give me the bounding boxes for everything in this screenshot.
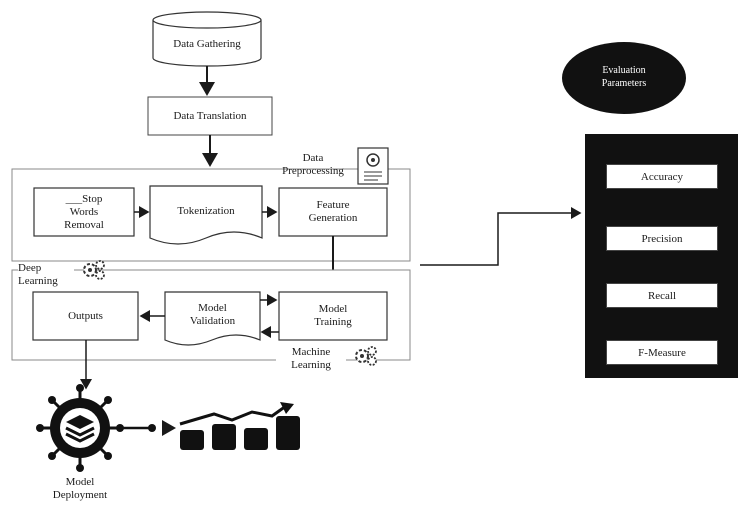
gears-icon (83, 260, 105, 280)
model-deployment-label: Model Deployment (52, 476, 108, 501)
data-translation-label: Data Translation (173, 109, 247, 122)
model-training-node (278, 291, 388, 341)
metric-f-measure: F-Measure (606, 340, 718, 365)
bar-chart-growth-icon (162, 402, 300, 450)
feature-generation-node (278, 187, 388, 237)
model-validation-label: Model Validation (189, 302, 236, 327)
data-preprocessing-label: Data Preprocessing (282, 152, 344, 177)
stop-words-removal-node (33, 187, 135, 237)
data-gathering-label: Data Gathering (173, 37, 241, 50)
machine-learning-label: Machine Learning (276, 346, 346, 372)
network-hub-icon (36, 384, 156, 472)
evaluation-parameters-label: Evaluation Parameters (601, 65, 647, 89)
tokenization-label: Tokenization (177, 204, 235, 217)
tokenization-node (149, 185, 263, 245)
stop-words-removal-label: ___Stop Words Removal (64, 192, 104, 231)
model-training-label: Model Training (314, 303, 352, 328)
outputs-node (32, 291, 139, 341)
document-gear-icon (357, 147, 389, 185)
model-validation-node (164, 291, 261, 346)
data-translation-node (147, 96, 273, 136)
evaluation-parameters-node (562, 42, 686, 114)
metric-accuracy: Accuracy (606, 164, 718, 189)
outputs-label: Outputs (68, 309, 103, 322)
feature-generation-label: Feature Generation (308, 199, 358, 224)
deep-learning-label: Deep Learning (18, 262, 74, 288)
data-gathering-node (152, 11, 262, 67)
metric-recall: Recall (606, 283, 718, 308)
gears-icon (355, 346, 377, 366)
metric-precision: Precision (606, 226, 718, 251)
arrow-to-evaluation (420, 207, 582, 266)
